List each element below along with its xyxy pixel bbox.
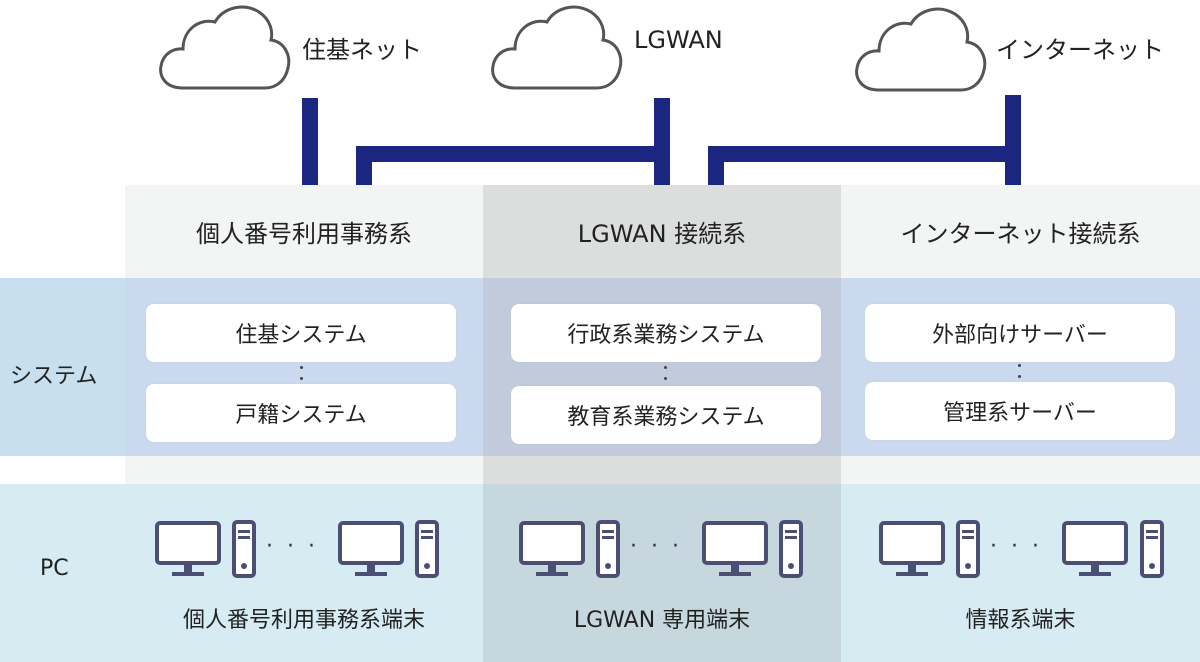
gap-band-col2 [483, 456, 841, 484]
horizontal-ellipsis: ··· [990, 534, 1053, 559]
terminal-label-col2: LGWAN 専用端末 [573, 608, 751, 633]
tower-pc-icon [779, 520, 803, 578]
connector-col1-drop [356, 146, 372, 185]
gap-band-col3 [841, 456, 1200, 484]
system-box: 行政系業務システム [511, 304, 821, 362]
connector-lgwan-vertical [654, 98, 670, 185]
system-box: 外部向けサーバー [865, 304, 1175, 362]
monitor-icon [702, 521, 768, 576]
monitor-icon [879, 521, 945, 576]
column-header-col3: インターネット接続系 [900, 220, 1141, 248]
column-header-col2: LGWAN 接続系 [577, 220, 747, 248]
cloud-icon [851, 2, 991, 94]
monitor-icon [155, 521, 221, 576]
system-row-label-band [0, 278, 125, 456]
system-box: 管理系サーバー [865, 382, 1175, 440]
vertical-ellipsis [664, 366, 668, 388]
horizontal-ellipsis: ··· [630, 534, 693, 559]
connector-col2-internet-horizontal [708, 146, 1021, 162]
system-box: 戸籍システム [146, 384, 456, 442]
connector-juki-vertical [302, 98, 318, 185]
cloud-label-juki: 住基ネット [302, 36, 422, 64]
terminal-label-col1: 個人番号利用事務系端末 [182, 608, 425, 633]
pc-row-label-band [0, 484, 125, 662]
row-label-system: システム [10, 364, 98, 389]
cloud-label-lgwan: LGWAN [634, 26, 723, 54]
tower-pc-icon [415, 520, 439, 578]
column-header-col1: 個人番号利用事務系 [196, 220, 412, 248]
tower-pc-icon [956, 520, 980, 578]
header-band-col2 [483, 185, 841, 278]
cloud-icon [155, 0, 295, 92]
monitor-icon [519, 521, 585, 576]
vertical-ellipsis [1018, 364, 1022, 386]
vertical-ellipsis [300, 366, 304, 388]
header-band-col3 [841, 185, 1200, 278]
horizontal-ellipsis: ··· [266, 534, 329, 559]
connector-col2-drop [708, 146, 724, 185]
monitor-icon [338, 521, 404, 576]
tower-pc-icon [1140, 520, 1164, 578]
connector-internet-vertical [1005, 95, 1021, 185]
cloud-label-internet: インターネット [996, 36, 1164, 64]
tower-pc-icon [232, 520, 256, 578]
system-box: 住基システム [146, 304, 456, 362]
row-label-pc: PC [40, 556, 69, 581]
gap-band-col1 [125, 456, 483, 484]
terminal-label-col3: 情報系端末 [965, 608, 1076, 633]
monitor-icon [1062, 521, 1128, 576]
cloud-icon [487, 0, 627, 92]
tower-pc-icon [596, 520, 620, 578]
system-box: 教育系業務システム [511, 386, 821, 444]
connector-col1-lgwan-horizontal [356, 146, 670, 162]
header-band-col1 [125, 185, 483, 278]
